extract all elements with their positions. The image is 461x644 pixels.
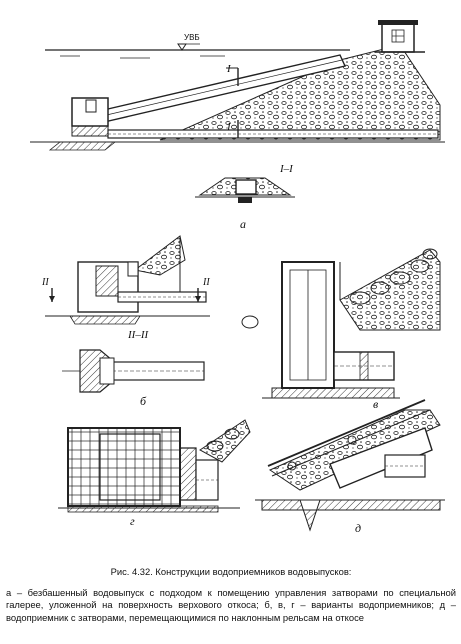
caption-body: а – безбашенный водовыпуск с подходом к … [6, 586, 456, 623]
uvb-label: УВБ [184, 33, 200, 42]
section-title-a: I–I [280, 163, 293, 175]
panel-label-g: г [130, 514, 135, 528]
panel-v-drawing [241, 248, 441, 399]
panel-label-d: д [355, 521, 362, 535]
section-mark-b-right: II [203, 277, 210, 288]
panel-g-drawing [58, 419, 251, 513]
panel-a-drawing [30, 20, 445, 203]
section-mark-top: I [227, 63, 231, 75]
panel-label-a: а [240, 217, 246, 231]
caption-title: Рис. 4.32. Конструкции водоприемников во… [110, 566, 352, 577]
panel-label-v: в [373, 397, 379, 411]
section-mark-b-left: II [42, 277, 49, 288]
section-mark-bottom: I [227, 121, 231, 133]
technical-drawing [30, 20, 445, 532]
figure-caption: Рис. 4.32. Конструкции водоприемников во… [6, 566, 456, 624]
panel-d-drawing [255, 399, 445, 532]
section-title-b: II–II [128, 329, 149, 341]
panel-label-b: б [140, 394, 147, 408]
panel-b-drawing [45, 235, 210, 393]
